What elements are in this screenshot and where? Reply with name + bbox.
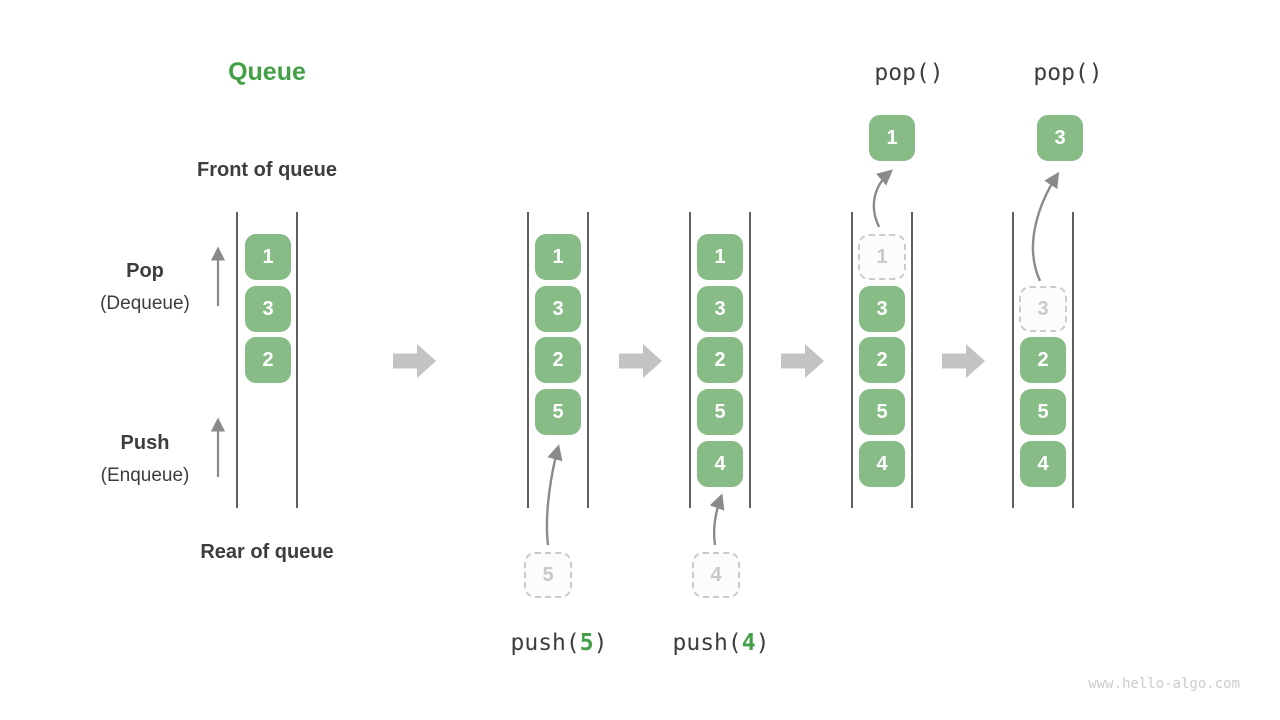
- step-arrow-icon: [942, 344, 985, 378]
- dequeue-label: (Dequeue): [100, 293, 190, 314]
- queue-cell: 1: [697, 234, 743, 280]
- queue-cell: 4: [697, 441, 743, 487]
- push-operation-label: push(4): [641, 630, 801, 656]
- queue-cell: 2: [245, 337, 291, 383]
- pop-label: Pop: [126, 260, 164, 282]
- front-of-queue-label: Front of queue: [197, 159, 337, 181]
- step-arrow-icon: [781, 344, 824, 378]
- queue-column-4: [851, 212, 913, 508]
- popped-cell: 1: [869, 115, 915, 161]
- removed-cell: 3: [1019, 286, 1067, 332]
- queue-cell: 3: [535, 286, 581, 332]
- queue-column-2: [527, 212, 589, 508]
- queue-cell: 1: [535, 234, 581, 280]
- step-arrow-icon: [393, 344, 436, 378]
- pop-operation-label: pop(): [874, 60, 944, 86]
- enqueue-label: (Enqueue): [100, 465, 190, 486]
- queue-cell: 5: [535, 389, 581, 435]
- op-prefix: push(: [672, 630, 742, 656]
- queue-column-5: [1012, 212, 1074, 508]
- op-prefix: push(: [510, 630, 580, 656]
- pop-dequeue-label: Pop (Dequeue): [45, 260, 245, 315]
- queue-cell: 4: [1020, 441, 1066, 487]
- queue-cell: 2: [697, 337, 743, 383]
- push-operation-label: push(5): [479, 630, 639, 656]
- staged-cell: 4: [692, 552, 740, 598]
- removed-cell: 1: [858, 234, 906, 280]
- queue-cell: 5: [697, 389, 743, 435]
- popped-cell: 3: [1037, 115, 1083, 161]
- queue-cell: 1: [245, 234, 291, 280]
- queue-cell: 3: [859, 286, 905, 332]
- queue-cell: 2: [1020, 337, 1066, 383]
- queue-column-1: [236, 212, 298, 508]
- staged-cell: 5: [524, 552, 572, 598]
- op-argument: 4: [741, 630, 756, 656]
- pop-operation-label: pop(): [1033, 60, 1103, 86]
- queue-column-3: [689, 212, 751, 508]
- push-label: Push: [120, 432, 170, 454]
- rear-of-queue-label: Rear of queue: [200, 541, 334, 563]
- queue-cell: 3: [245, 286, 291, 332]
- queue-cell: 5: [859, 389, 905, 435]
- step-arrow-icon: [619, 344, 662, 378]
- queue-cell: 3: [697, 286, 743, 332]
- diagram-title: Queue: [228, 58, 306, 86]
- op-argument: 5: [579, 630, 594, 656]
- queue-cell: 2: [859, 337, 905, 383]
- op-suffix: ): [593, 630, 608, 656]
- watermark: www.hello-algo.com: [1088, 676, 1240, 692]
- queue-cell: 5: [1020, 389, 1066, 435]
- queue-cell: 2: [535, 337, 581, 383]
- queue-cell: 4: [859, 441, 905, 487]
- op-suffix: ): [755, 630, 770, 656]
- push-enqueue-label: Push (Enqueue): [45, 432, 245, 487]
